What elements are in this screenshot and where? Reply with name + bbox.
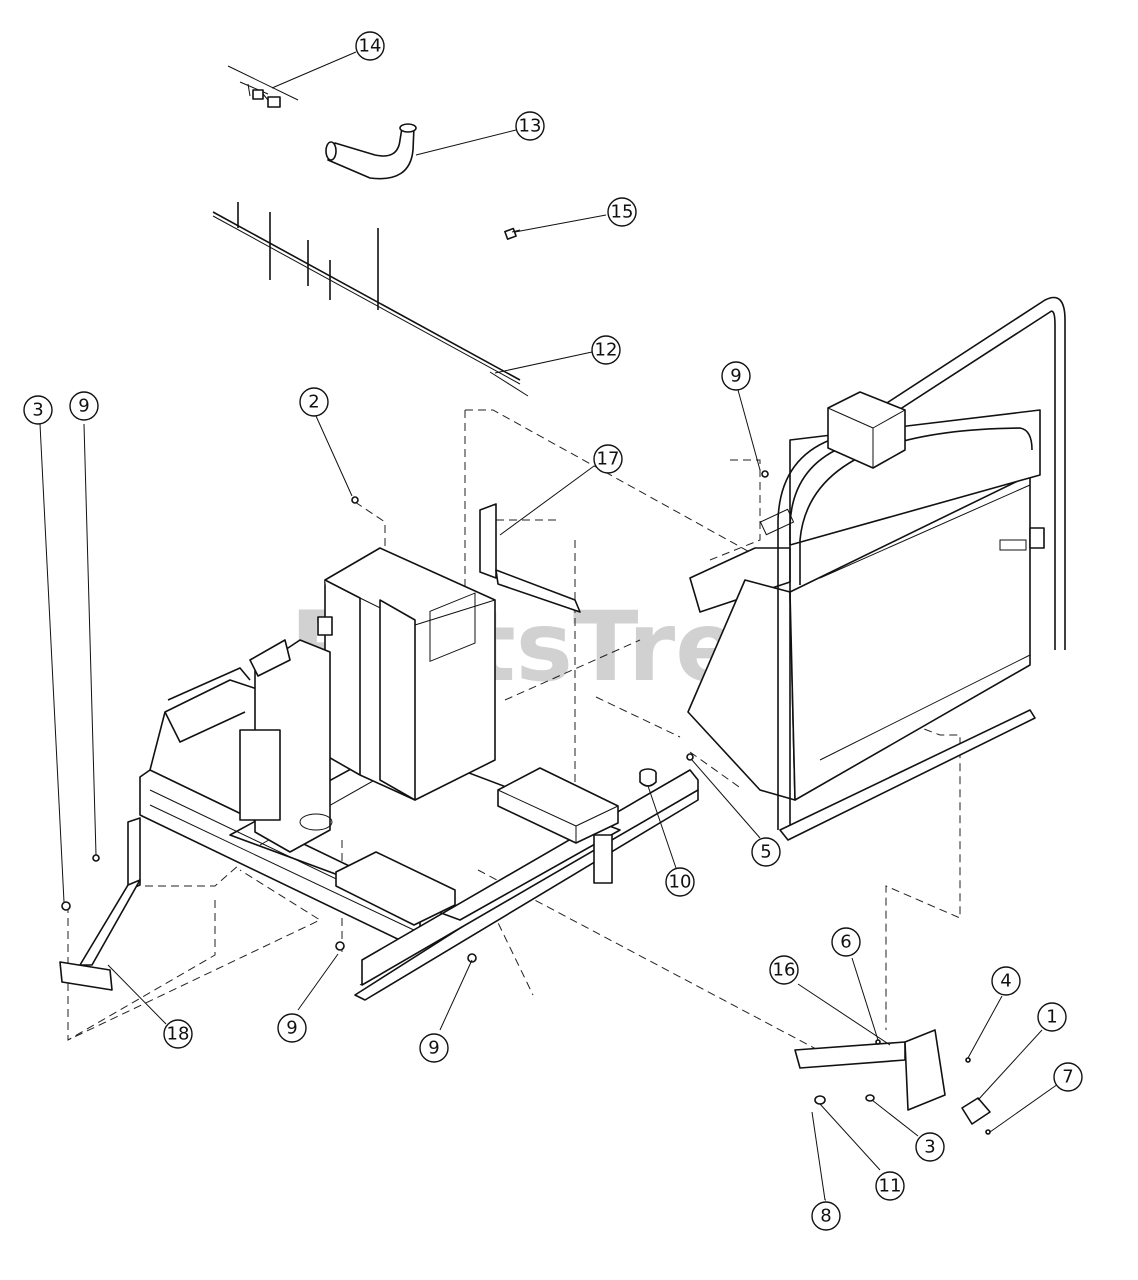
svg-text:11: 11 <box>879 1176 902 1197</box>
callout-14: 14 <box>355 31 385 61</box>
svg-text:18: 18 <box>167 1024 190 1045</box>
callout-17: 17 <box>593 444 623 474</box>
part-16-pedal-assembly <box>794 1029 991 1201</box>
grass-catcher-hopper <box>687 296 1066 841</box>
part-13-bent-tube <box>325 123 417 180</box>
callout-2: 2 <box>299 387 329 417</box>
assembly-guide-lines <box>67 409 961 1051</box>
svg-text:1: 1 <box>1046 1007 1057 1028</box>
callout-15: 15 <box>607 197 637 227</box>
svg-text:3: 3 <box>924 1137 935 1158</box>
callout-9-bottom-left: 9 <box>277 1013 307 1043</box>
svg-text:16: 16 <box>773 960 796 981</box>
part-17-bracket <box>479 503 581 613</box>
part-18-support-bracket <box>59 817 141 991</box>
part-10-knob <box>639 768 677 869</box>
part-14-wire-harness <box>227 65 299 108</box>
callout-7: 7 <box>1053 1062 1083 1092</box>
svg-text:14: 14 <box>359 36 382 57</box>
svg-text:12: 12 <box>595 340 618 361</box>
callout-9-top: 9 <box>721 361 751 391</box>
svg-text:10: 10 <box>669 872 692 893</box>
engine-housing <box>239 547 496 853</box>
callout-16: 16 <box>769 955 799 985</box>
svg-text:9: 9 <box>428 1038 439 1059</box>
svg-text:3: 3 <box>32 400 43 421</box>
callout-12: 12 <box>591 335 621 365</box>
part-15-fastener <box>504 227 521 240</box>
callout-1: 1 <box>1037 1002 1067 1032</box>
svg-text:9: 9 <box>286 1018 297 1039</box>
svg-text:2: 2 <box>308 392 319 413</box>
chassis-frame <box>139 667 699 1001</box>
svg-text:15: 15 <box>611 202 634 223</box>
svg-text:8: 8 <box>820 1206 831 1227</box>
svg-text:7: 7 <box>1062 1067 1073 1088</box>
callout-13: 13 <box>515 111 545 141</box>
callout-8: 8 <box>811 1201 841 1231</box>
callout-4: 4 <box>991 966 1021 996</box>
callout-11: 11 <box>875 1171 905 1201</box>
svg-text:17: 17 <box>597 449 620 470</box>
part-12-wire-rod <box>212 202 529 397</box>
callout-18: 18 <box>163 1019 193 1049</box>
svg-text:13: 13 <box>519 116 542 137</box>
svg-text:5: 5 <box>760 842 771 863</box>
svg-text:4: 4 <box>1000 971 1011 992</box>
leader-lines <box>39 51 1059 1201</box>
callout-9-bottom-center: 9 <box>419 1033 449 1063</box>
callout-3-left: 3 <box>23 395 53 425</box>
callout-3-bottom: 3 <box>915 1132 945 1162</box>
callout-6: 6 <box>831 927 861 957</box>
callout-10: 10 <box>665 867 695 897</box>
callout-9-left: 9 <box>69 391 99 421</box>
callout-5: 5 <box>751 837 781 867</box>
svg-text:9: 9 <box>730 366 741 387</box>
svg-text:6: 6 <box>840 932 851 953</box>
svg-text:9: 9 <box>78 396 89 417</box>
